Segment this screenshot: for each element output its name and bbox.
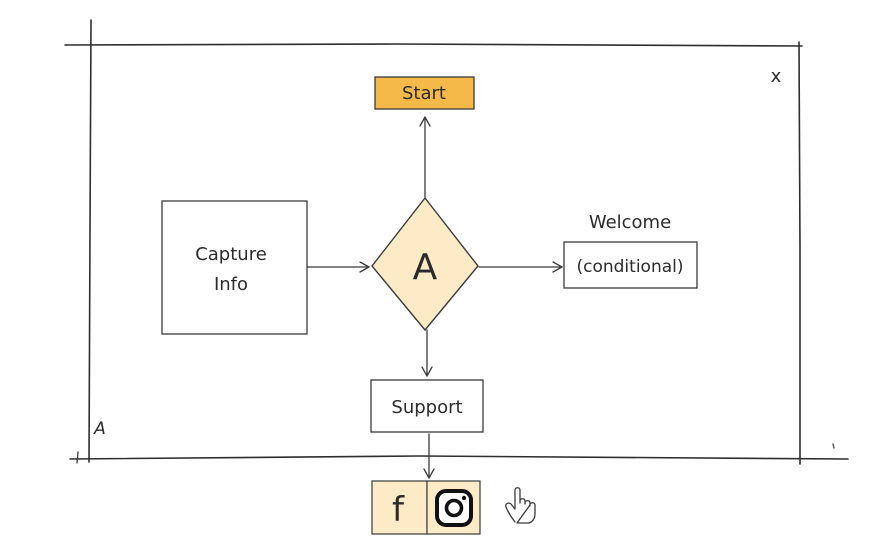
- decision-label: A: [413, 247, 438, 288]
- hand-pointer-icon: [505, 487, 536, 524]
- capture-info-box: [161, 200, 308, 335]
- connectors: [306, 116, 563, 479]
- decision-node[interactable]: A: [371, 196, 479, 332]
- support-node[interactable]: Support: [370, 379, 484, 433]
- instagram-button[interactable]: [426, 480, 481, 535]
- capture-info-label-line1: Capture: [195, 244, 267, 265]
- welcome-conditional-label: (conditional): [576, 257, 683, 277]
- facebook-button[interactable]: f: [371, 480, 428, 535]
- support-box: [370, 379, 484, 433]
- frame-corner-label: A: [93, 419, 106, 439]
- facebook-button-bg: [371, 480, 428, 535]
- capture-info-label-line2: Info: [214, 274, 248, 295]
- capture-info-node[interactable]: Capture Info: [161, 200, 308, 335]
- social-buttons: f: [371, 480, 481, 535]
- close-icon[interactable]: x: [771, 66, 782, 87]
- facebook-icon: f: [392, 490, 405, 530]
- decision-diamond: [371, 196, 479, 332]
- frame-border: [64, 19, 849, 465]
- support-label: Support: [391, 397, 462, 418]
- welcome-node[interactable]: Welcome (conditional): [563, 212, 698, 289]
- start-label: Start: [402, 83, 446, 104]
- instagram-icon: [435, 489, 473, 527]
- welcome-caption: Welcome: [589, 212, 671, 233]
- welcome-box: [563, 241, 698, 289]
- start-node[interactable]: Start: [374, 76, 475, 110]
- start-box: [374, 76, 475, 110]
